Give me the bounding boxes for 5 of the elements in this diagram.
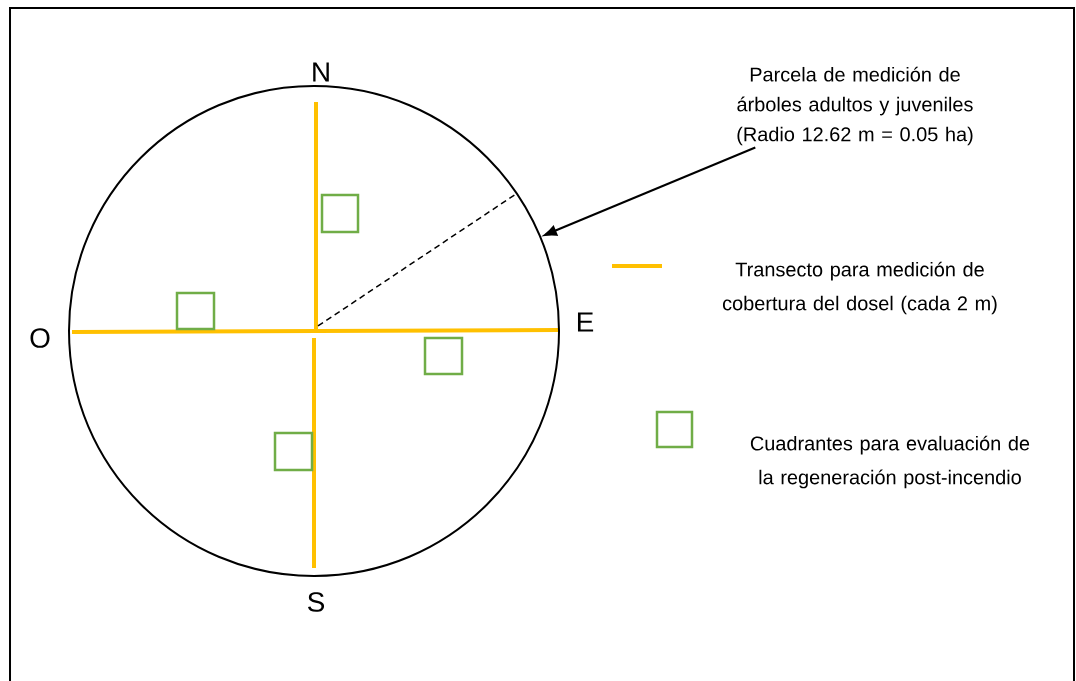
arrow xyxy=(543,146,757,236)
callout-text: Parcela de medición de árboles adultos y juveniles (Radio 12.62 m = 0.05 ha) xyxy=(737,66,973,146)
legend-text: Cuadrantes para evaluación de la regeneración post-incendio xyxy=(750,435,1030,489)
plot-circle xyxy=(68,85,560,577)
legend-text: Transecto para medición de cobertura del dosel (cada 2 m) xyxy=(722,261,997,315)
